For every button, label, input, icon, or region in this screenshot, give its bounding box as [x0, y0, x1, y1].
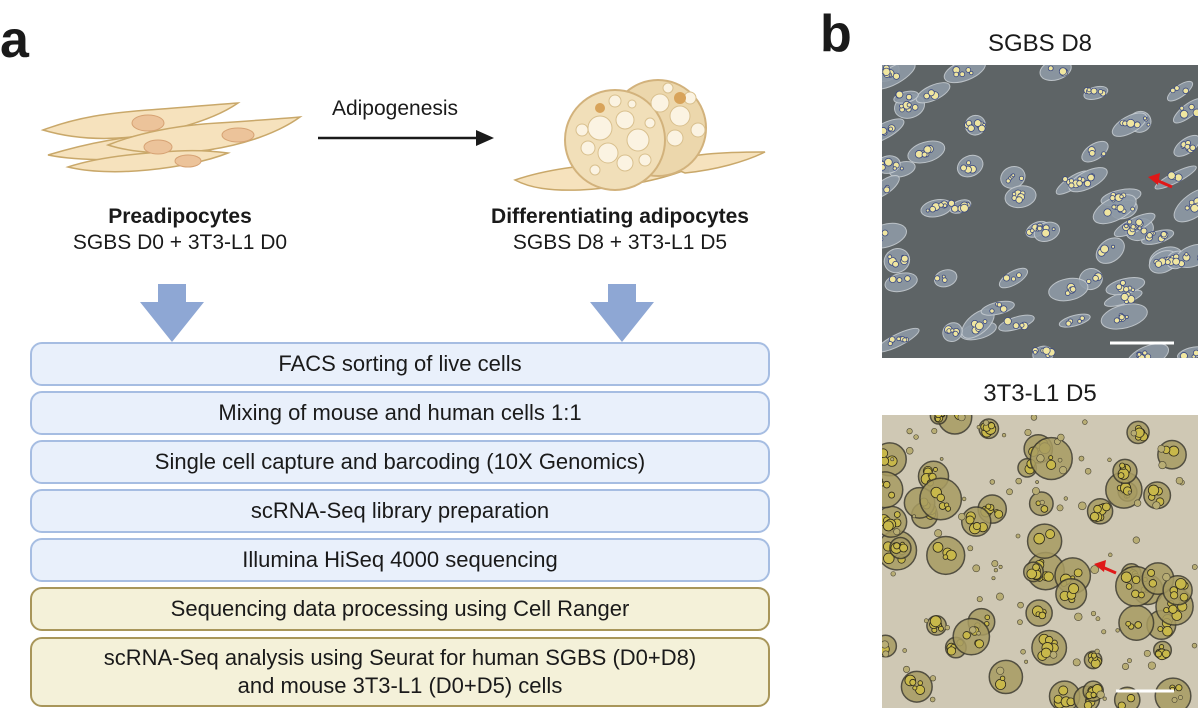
differentiating-title: Differentiating adipocytes [491, 205, 749, 228]
sgbs-d8-title: SGBS D8 [987, 30, 1093, 57]
adipogenesis-label: Adipogenesis [331, 97, 459, 120]
step-label: Mixing of mouse and human cells 1:1 [218, 400, 582, 425]
down-arrow-left-icon [140, 284, 204, 342]
step-sequencing: Illumina HiSeq 4000 sequencing [30, 538, 770, 582]
panel-b-letter: b [820, 5, 852, 63]
step-mixing-cells: Mixing of mouse and human cells 1:1 [30, 391, 770, 435]
3t3-l1-d5-micrograph [882, 415, 1198, 708]
step-seurat-analysis: scRNA-Seq analysis using Seurat for huma… [30, 637, 770, 707]
step-label: scRNA-Seq analysis using Seurat for huma… [103, 645, 697, 698]
marker-arrow-icon [1094, 560, 1117, 575]
panel-a-letter: a [0, 11, 29, 69]
down-arrow-right-icon [590, 284, 654, 342]
preadipocytes-subtitle: SGBS D0 + 3T3-L1 D0 [72, 231, 288, 254]
step-label: Illumina HiSeq 4000 sequencing [242, 547, 558, 572]
preadipocytes-title: Preadipocytes [108, 205, 252, 228]
step-label: FACS sorting of live cells [278, 351, 522, 376]
marker-arrow-icon [1148, 173, 1173, 189]
step-cell-ranger: Sequencing data processing using Cell Ra… [30, 587, 770, 631]
differentiating-label: Differentiating adipocytes SGBS D8 + 3T3… [440, 204, 800, 256]
step-single-cell-capture: Single cell capture and barcoding (10X G… [30, 440, 770, 484]
3t3-l1-d5-title: 3T3-L1 D5 [983, 380, 1097, 407]
step-label: Sequencing data processing using Cell Ra… [170, 596, 630, 621]
step-facs-sorting: FACS sorting of live cells [30, 342, 770, 386]
sgbs-d8-micrograph [882, 65, 1198, 358]
adipogenesis-arrow-icon [318, 130, 494, 146]
adipocyte-illustration [513, 79, 766, 191]
step-library-preparation: scRNA-Seq library preparation [30, 489, 770, 533]
step-label: Single cell capture and barcoding (10X G… [154, 449, 646, 474]
step-label: scRNA-Seq library preparation [250, 498, 550, 523]
preadipocytes-label: Preadipocytes SGBS D0 + 3T3-L1 D0 [30, 204, 330, 256]
differentiating-subtitle: SGBS D8 + 3T3-L1 D5 [512, 231, 728, 254]
preadipocyte-illustration [40, 102, 303, 173]
